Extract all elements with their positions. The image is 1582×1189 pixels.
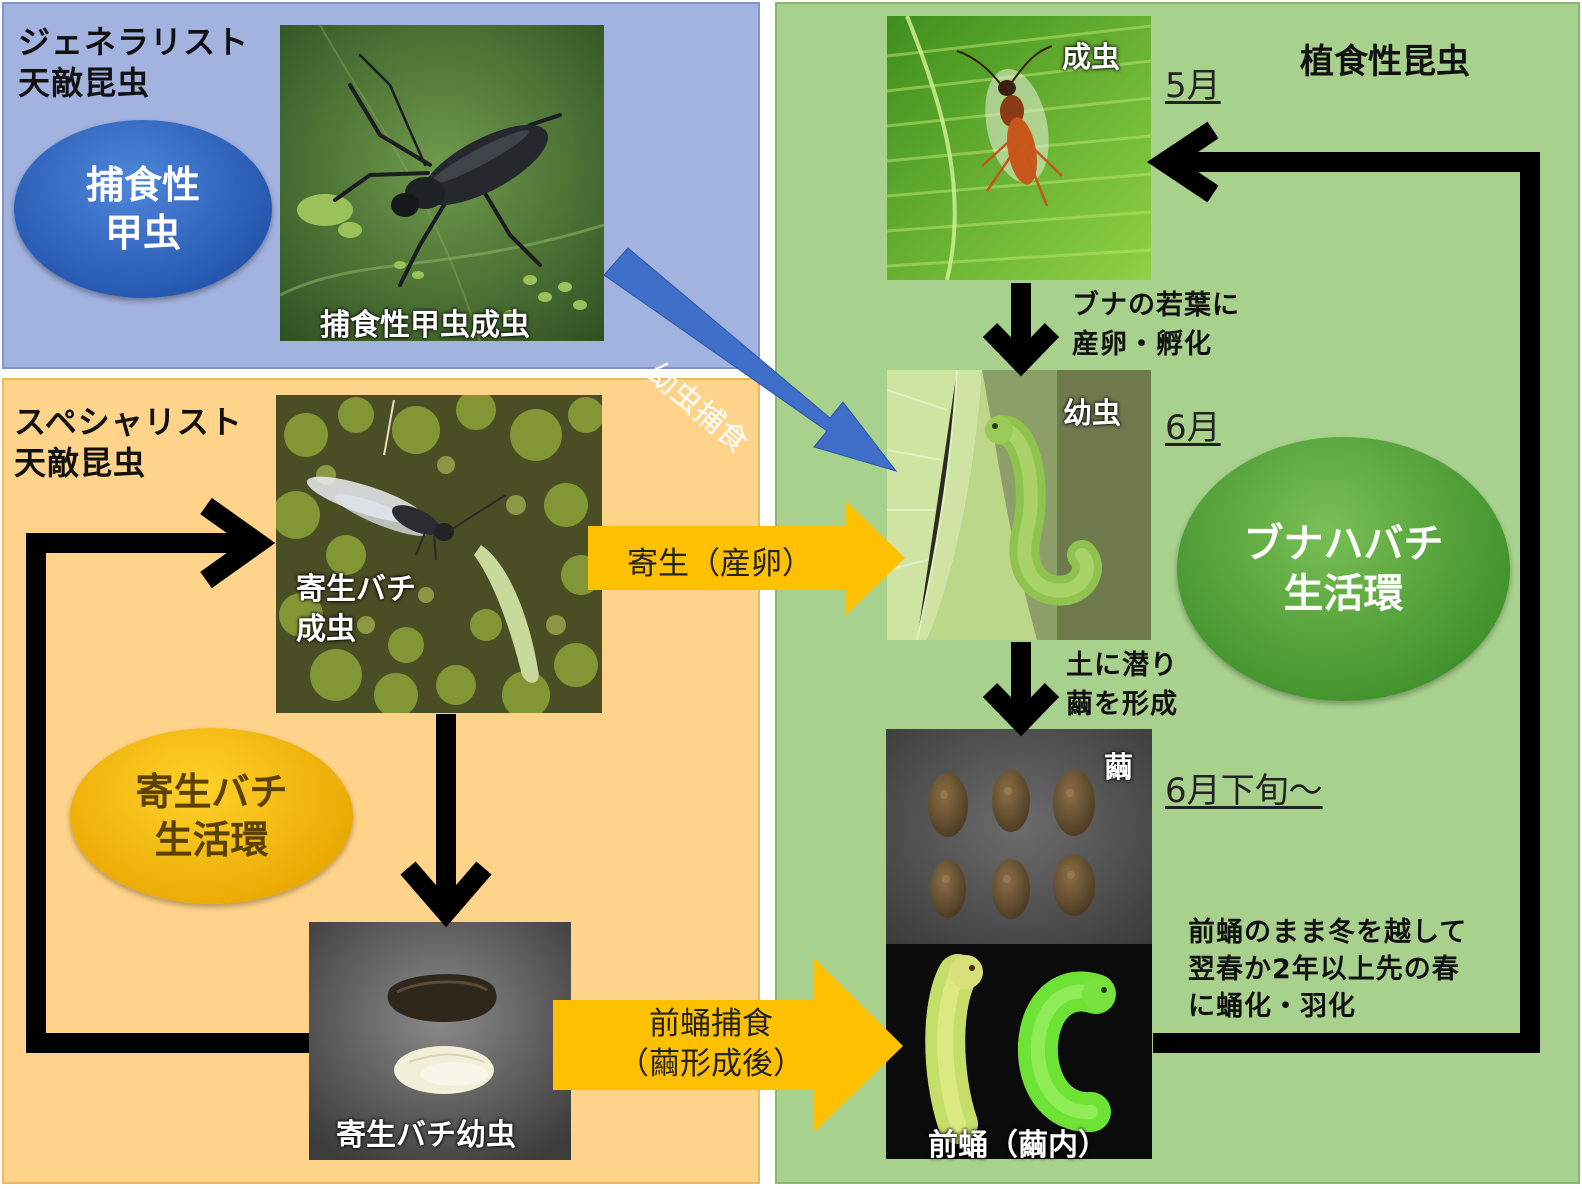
parasitoid-larva-caption: 寄生バチ幼虫 <box>336 1118 516 1153</box>
wasp-life-cycle-ellipse: 寄生バチ 生活環 <box>70 728 353 904</box>
parasitism-arrow <box>588 500 905 616</box>
sawfly-larva-photo <box>887 370 1151 640</box>
sawfly-adult-photo <box>887 16 1151 280</box>
prepupa-caption: 前蛹（繭内） <box>928 1128 1108 1163</box>
overwinter-note: 前蛹のまま冬を越して 翌春か2年以上先の春 に蛹化・羽化 <box>1188 917 1468 1022</box>
parasitism-arrow-label: 寄生（産卵） <box>627 546 813 582</box>
prepupa-predation-label: 前蛹捕食 （繭形成後） <box>618 1006 804 1082</box>
parasitoid-wasp-photo <box>276 395 602 713</box>
parasitoid-larva-photo <box>309 922 571 1160</box>
cocoon-stage-label: 繭 <box>1104 750 1134 784</box>
prepupa-photo <box>886 944 1152 1159</box>
specialist-title: スペシャリスト 天敵昆虫 <box>14 403 243 482</box>
soil-cocoon-note: 土に潜り 繭を形成 <box>1066 650 1178 720</box>
adult-stage-label: 成虫 <box>1062 40 1121 74</box>
overwinter-loop <box>1146 121 1540 1053</box>
cocoons-photo <box>886 729 1152 944</box>
predatory-beetle-caption: 捕食性甲虫成虫 <box>320 308 530 343</box>
parasitoid-wasp-caption: 寄生バチ 成虫 <box>296 572 416 647</box>
wasp-cycle-arrows <box>26 497 492 1053</box>
sawfly-cycle-arrows <box>982 283 1060 737</box>
predation-arrow <box>603 247 898 472</box>
larva-month-label: 6月 <box>1165 408 1221 448</box>
generalist-title: ジェネラリスト 天敵昆虫 <box>18 23 250 102</box>
predatory-beetle-photo <box>280 25 604 341</box>
prepupa-predation-arrow <box>553 957 903 1133</box>
adult-month-label: 5月 <box>1165 66 1221 106</box>
cocoon-month-label: 6月下旬～ <box>1165 771 1323 811</box>
herbivore-title: 植食性昆虫 <box>1300 42 1470 82</box>
sawfly-life-cycle-ellipse: ブナハバチ 生活環 <box>1177 437 1510 701</box>
oviposition-note: ブナの若葉に 産卵・孵化 <box>1072 290 1240 360</box>
larva-stage-label: 幼虫 <box>1063 396 1122 430</box>
predatory-beetle-ellipse: 捕食性 甲虫 <box>14 120 272 298</box>
